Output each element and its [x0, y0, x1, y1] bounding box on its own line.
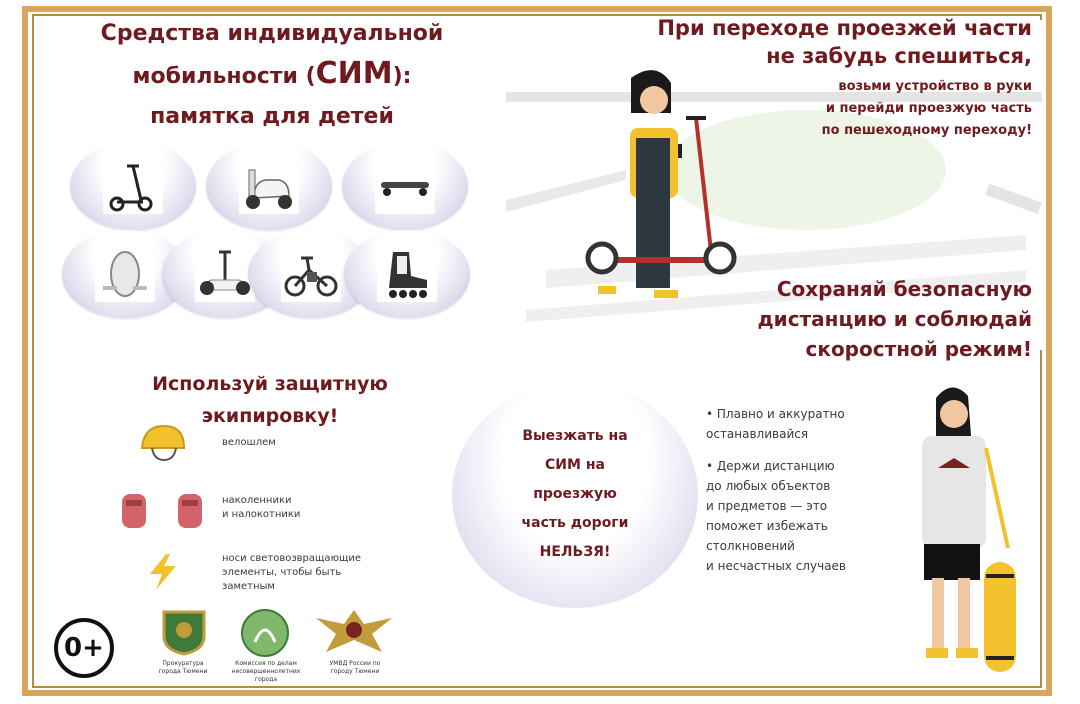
vehicle-bubble-7 [344, 230, 470, 318]
title-line-3: памятка для детей [150, 104, 394, 129]
vehicle-bubble-2 [206, 142, 332, 230]
warning-text: Выезжать на СИМ на проезжую часть дороги… [472, 422, 678, 567]
warning-line-4: часть дороги [521, 515, 629, 531]
gear-heading: Используй защитную экипировку! [100, 368, 440, 432]
vehicle-bubble-1 [70, 142, 196, 230]
vehicle-tile-3 [375, 158, 435, 214]
title-line-2-start: мобильности ( [132, 64, 316, 89]
police-emblem-icon [316, 610, 392, 652]
crossing-head-line-2: не забудь спешиться, [766, 44, 1032, 68]
warning-line-5: НЕЛЬЗЯ! [539, 544, 611, 560]
rollerskate-icon [389, 252, 427, 298]
commission-emblem-icon [241, 609, 289, 657]
warning-line-2: СИМ на [545, 457, 605, 473]
monowheel-icon [103, 251, 147, 297]
scooter-icon [109, 164, 153, 212]
title-sim: СИМ [315, 56, 393, 91]
title-line-1: Средства индивидуальной [100, 21, 444, 46]
title-line-2-end: ): [392, 64, 412, 89]
distance-line-2: дистанцию и соблюдай [757, 307, 1032, 331]
vehicle-tile-7 [377, 246, 437, 302]
crossing-subtext: возьми устройство в руки и перейди проез… [732, 76, 1032, 142]
warning-line-1: Выезжать на [522, 428, 628, 444]
vehicle-tile-4 [95, 246, 155, 302]
tips-list: • Плавно и аккуратно останавливайся • Де… [706, 404, 906, 588]
crossing-illustration [506, 20, 1042, 350]
vehicle-tile-1 [103, 158, 163, 214]
title-line-2: мобильности (СИМ): [72, 54, 472, 97]
emblem-label-3: УМВД России по городу Тюмени [329, 660, 381, 675]
distance-line-1: Сохраняй безопасную [776, 277, 1032, 301]
vehicle-tile-6 [281, 246, 341, 302]
emblem-label-2: Комиссия по делам несовершеннолетних гор… [231, 660, 301, 683]
crossing-sub-line-3: по пешеходному переходу! [821, 123, 1032, 138]
helmet-icon [140, 424, 186, 462]
tip-item-1: • Плавно и аккуратно останавливайся [706, 407, 845, 441]
tip-item-2: • Держи дистанцию до любых объектов и пр… [706, 459, 846, 573]
helmet-label: велошлем [222, 437, 276, 448]
distance-heading: Сохраняй безопасную дистанцию и соблюдай… [672, 274, 1032, 364]
vehicle-bubble-4 [62, 230, 188, 318]
crossing-sub-line-1: возьми устройство в руки [838, 79, 1032, 94]
gear-head-line-1: Используй защитную [152, 373, 388, 395]
vehicle-bubble-3 [342, 142, 468, 230]
vehicle-tile-5 [195, 246, 255, 302]
reflector-label: носи световозвращающие элементы, чтобы б… [222, 553, 362, 592]
pads-label: наколенники и налокотники [222, 495, 301, 520]
prosecutor-emblem-icon [162, 610, 206, 656]
crossing-heading: При переходе проезжей части не забудь сп… [592, 14, 1032, 70]
segway-icon [200, 250, 250, 295]
emblem-label-1: Прокуратура города Тюмени [158, 660, 208, 675]
gear-head-line-2: экипировку! [201, 405, 339, 427]
knee-pads-icon [122, 494, 202, 528]
ebike-icon [284, 256, 338, 297]
poster-border-inner [32, 14, 1042, 688]
skateboard-icon [984, 562, 1016, 672]
moped-icon [246, 169, 292, 209]
poster-title: Средства индивидуальной мобильности (СИМ… [72, 14, 472, 137]
crossing-head-line-1: При переходе проезжей части [657, 16, 1032, 40]
crossing-sub-line-2: и перейди проезжую часть [825, 101, 1032, 116]
skateboard-icon [381, 182, 429, 196]
distance-line-3: скоростной режим! [805, 337, 1032, 361]
warning-circle: Выезжать на СИМ на проезжую часть дороги… [452, 382, 698, 608]
age-rating-badge: 0+ [54, 618, 114, 678]
lightning-icon [150, 554, 176, 590]
warning-line-3: проезжую [533, 486, 617, 502]
vehicle-tile-2 [239, 158, 299, 214]
skater-girl-illustration [922, 387, 1016, 672]
poster-border-outer [22, 6, 1052, 696]
